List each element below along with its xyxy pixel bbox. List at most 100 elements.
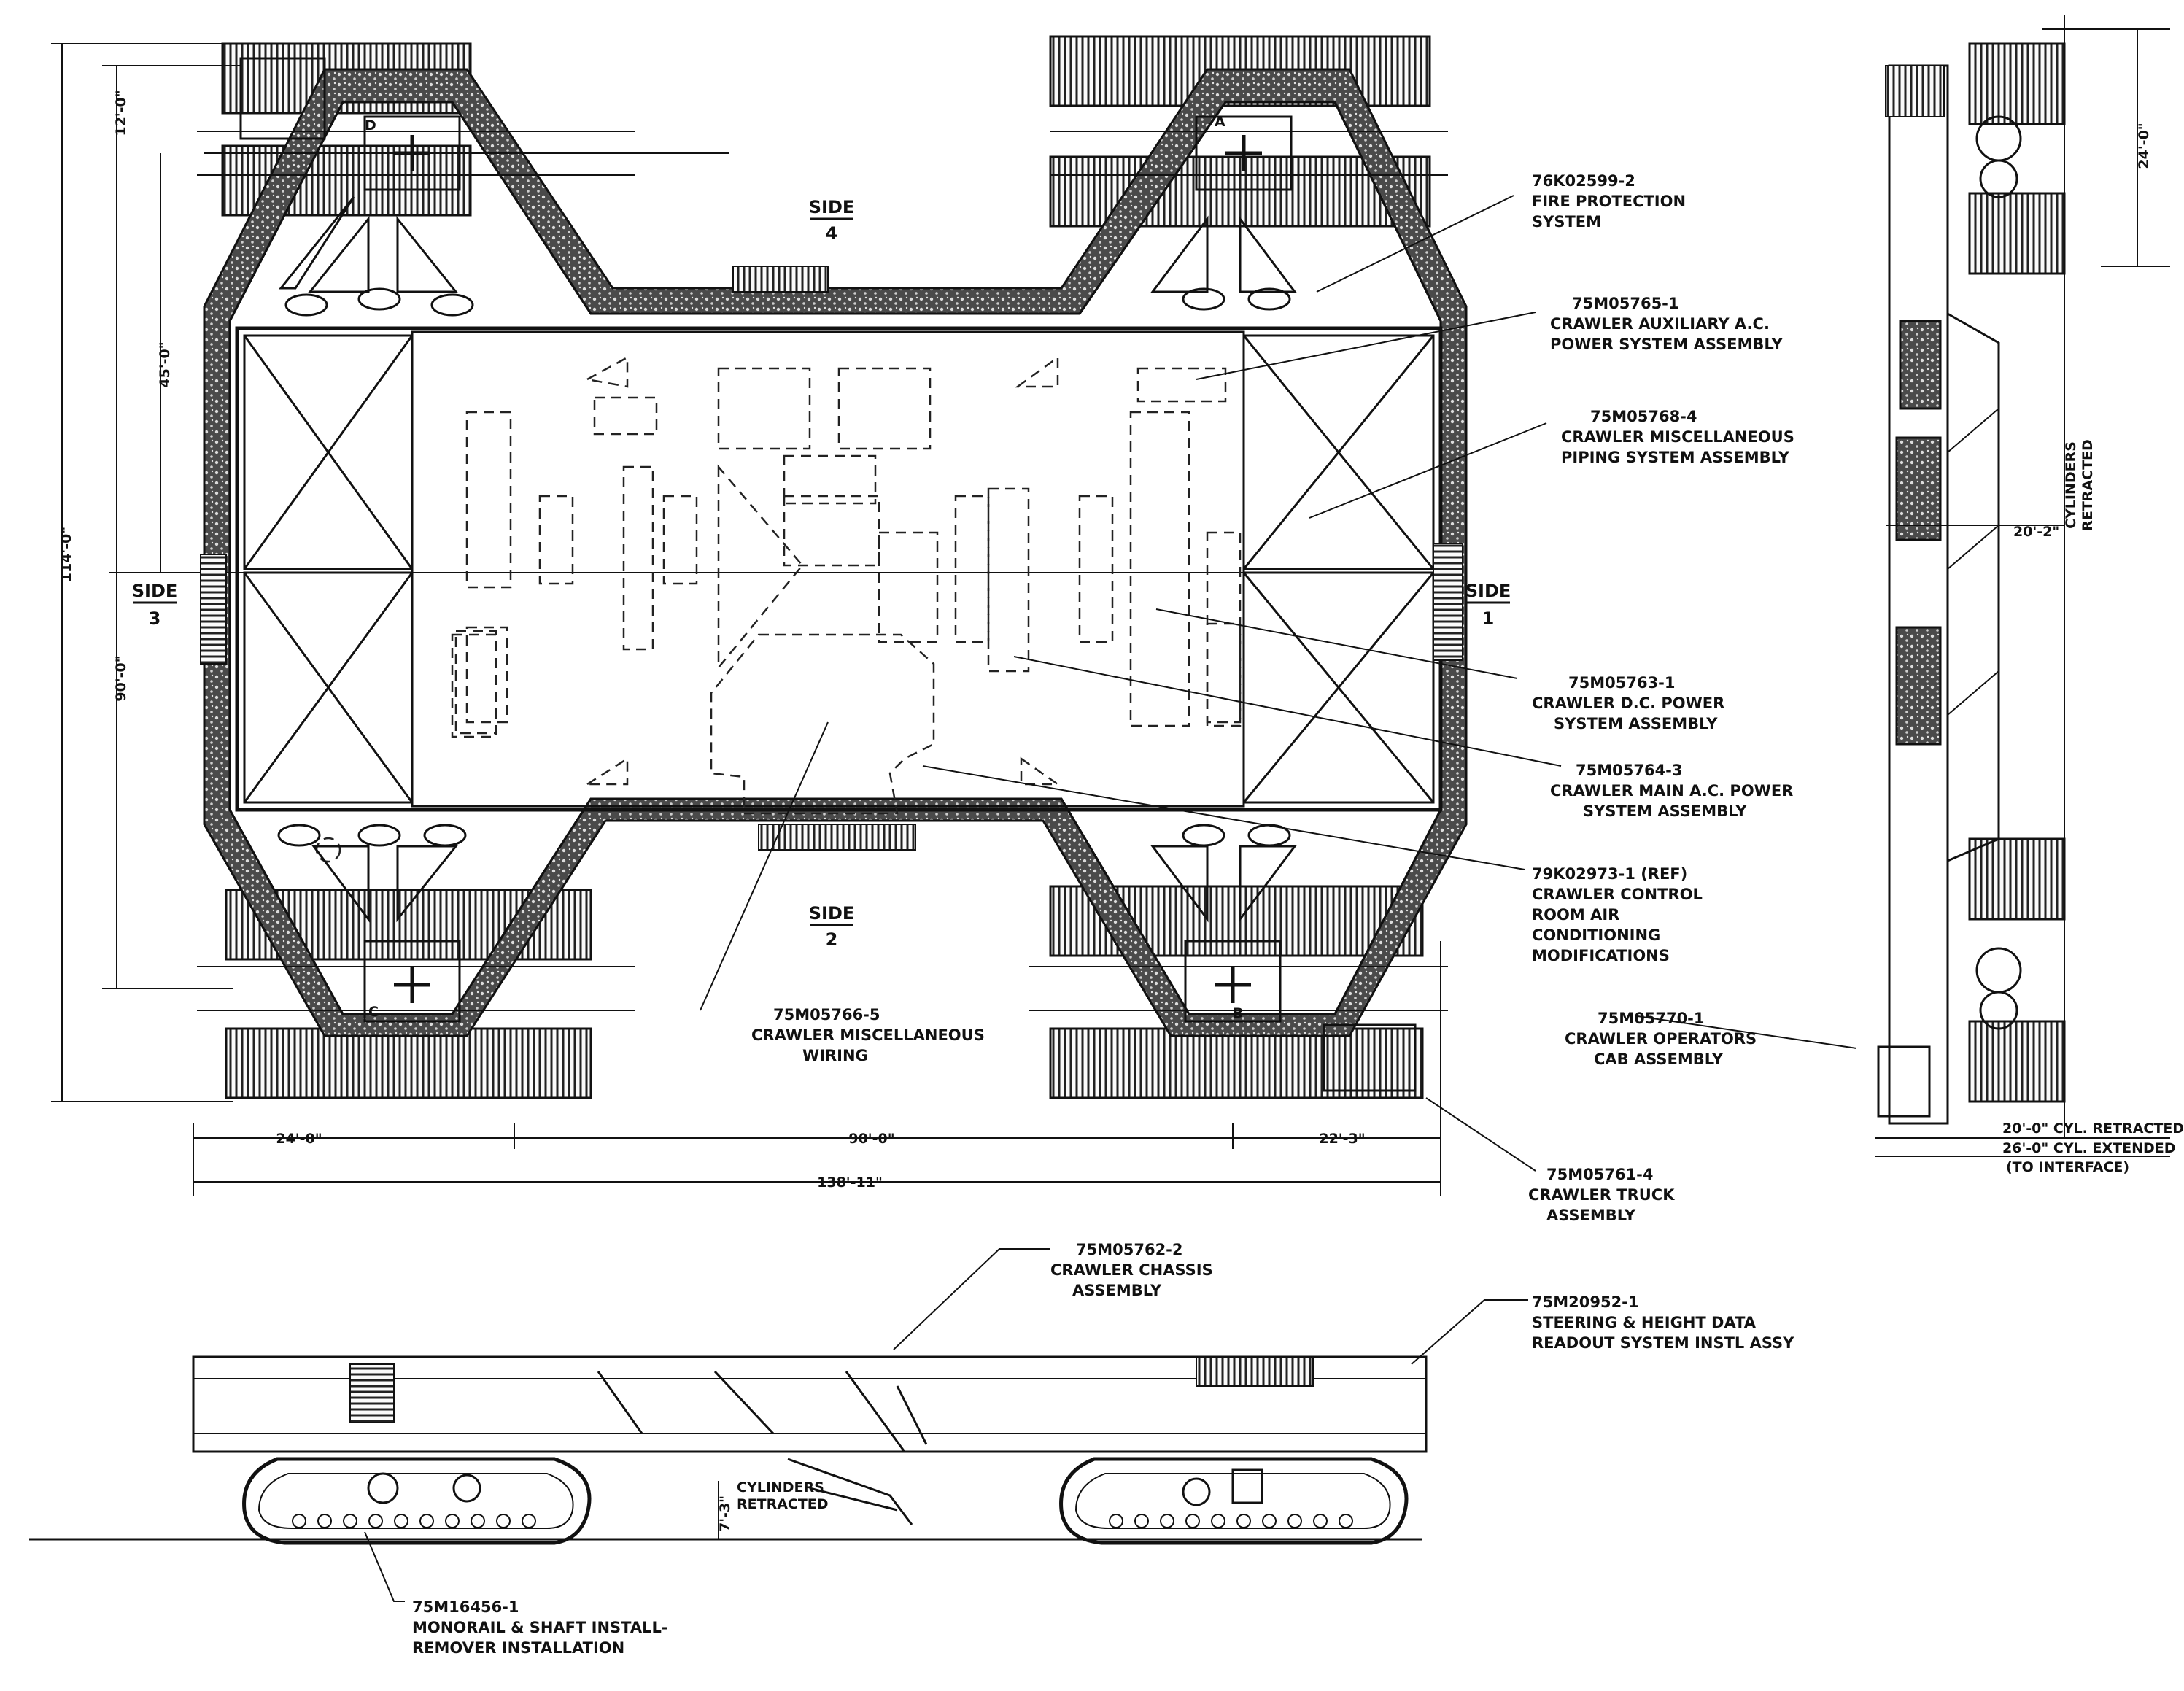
side-dim-24ft: 24'-0" [2136,123,2152,169]
side-cyl-state: RETRACTED [2080,439,2096,531]
track-br-lower [1049,1027,1424,1099]
svg-text:ASSEMBLY: ASSEMBLY [1546,1207,1636,1224]
svg-text:CRAWLER TRUCK: CRAWLER TRUCK [1528,1186,1675,1204]
callout-steering-height-readout: 75M20952-1 STEERING & HEIGHT DATA READOU… [1532,1293,1794,1352]
callout-dc-power: 75M05763-1 CRAWLER D.C. POWER SYSTEM ASS… [1532,674,1724,732]
svg-text:CRAWLER AUXILIARY A.C.: CRAWLER AUXILIARY A.C. [1550,315,1770,333]
equipment-outlines [315,355,1242,863]
callout-crawler-truck: 75M05761-4 CRAWLER TRUCK ASSEMBLY [1528,1166,1675,1224]
svg-text:CRAWLER MISCELLANEOUS: CRAWLER MISCELLANEOUS [751,1026,985,1044]
front-elevation-view: 7'-3" CYLINDERS RETRACTED [29,1355,1428,1545]
callout-crawler-chassis: 75M05762-2 CRAWLER CHASSIS ASSEMBLY [1050,1241,1213,1299]
svg-text:79K02973-1 (REF): 79K02973-1 (REF) [1532,865,1687,883]
svg-text:75M05766-5: 75M05766-5 [773,1006,880,1024]
side-cyl-word: CYLINDERS [2063,441,2079,529]
side-dim-20ft: 20'-2" [2013,524,2059,540]
svg-text:SIDE: SIDE [809,903,855,924]
side-2-label: SIDE 2 [809,903,855,950]
side-1-label: SIDE 1 [1465,581,1511,629]
svg-text:75M16456-1: 75M16456-1 [412,1598,519,1616]
callout-misc-wiring: 75M05766-5 CRAWLER MISCELLANEOUS WIRING [751,1006,985,1064]
svg-text:75M05763-1: 75M05763-1 [1568,674,1676,692]
gusset-cutouts [277,196,1297,923]
callout-misc-piping: 75M05768-4 CRAWLER MISCELLANEOUS PIPING … [1561,408,1794,466]
svg-text:FIRE PROTECTION: FIRE PROTECTION [1532,193,1686,210]
corner-letter-c: C [368,1004,379,1020]
svg-text:CAB ASSEMBLY: CAB ASSEMBLY [1594,1050,1724,1068]
dim-12ft: 12'-0" [113,90,129,136]
svg-text:STEERING & HEIGHT DATA: STEERING & HEIGHT DATA [1532,1314,1757,1331]
callout-operators-cab: 75M05770-1 CRAWLER OPERATORS CAB ASSEMBL… [1565,1010,1757,1068]
callout-control-room-ac: 79K02973-1 (REF) CRAWLER CONTROL ROOM AI… [1532,865,1703,964]
svg-text:SYSTEM ASSEMBLY: SYSTEM ASSEMBLY [1583,802,1747,820]
svg-text:4: 4 [826,223,838,244]
elevation-chassis-body [192,1355,1428,1453]
side-4-label: SIDE 4 [809,197,855,244]
svg-text:CRAWLER OPERATORS: CRAWLER OPERATORS [1565,1030,1757,1048]
leader-lines [364,195,1857,1602]
svg-text:MODIFICATIONS: MODIFICATIONS [1532,947,1670,964]
svg-text:75M05765-1: 75M05765-1 [1572,295,1679,312]
elevation-dim-7ft: 7'-3" [717,1495,733,1532]
svg-text:75M05770-1: 75M05770-1 [1598,1010,1705,1027]
plan-cab-box-top [239,57,326,140]
dim-45ft: 45'-0" [157,341,173,387]
svg-text:READOUT SYSTEM INSTL ASSY: READOUT SYSTEM INSTL ASSY [1532,1334,1794,1352]
svg-text:CRAWLER MISCELLANEOUS: CRAWLER MISCELLANEOUS [1561,428,1794,446]
svg-text:3: 3 [149,608,161,629]
horizontal-dimensions: 24'-0" 90'-0" 22'-3" 138'-11" [193,941,1441,1196]
side-interface-note: (TO INTERFACE) [2006,1159,2129,1175]
vertical-dimensions: 12'-0" 45'-0" 114'-0" 90'-0" [51,43,241,1102]
svg-text:SIDE: SIDE [1465,581,1511,601]
svg-text:75M05764-3: 75M05764-3 [1576,762,1683,779]
svg-text:CRAWLER D.C. POWER: CRAWLER D.C. POWER [1532,694,1724,712]
callout-auxiliary-ac-power: 75M05765-1 CRAWLER AUXILIARY A.C. POWER … [1550,295,1783,353]
side-cyl-retracted-dim: 20'-0" CYL. RETRACTED [2002,1121,2184,1137]
svg-text:75M05768-4: 75M05768-4 [1590,408,1697,425]
track-bl-lower [225,1027,592,1099]
elevation-cyl-word: CYLINDERS [737,1479,824,1495]
svg-text:PIPING SYSTEM ASSEMBLY: PIPING SYSTEM ASSEMBLY [1561,449,1790,466]
svg-text:SYSTEM ASSEMBLY: SYSTEM ASSEMBLY [1554,715,1718,732]
svg-text:ASSEMBLY: ASSEMBLY [1072,1282,1162,1299]
svg-text:1: 1 [1482,608,1495,629]
plan-view: SIDE 4 SIDE 3 SIDE 1 SIDE 2 A B C D [51,35,1511,1196]
track-crossbeams [197,131,1448,1011]
svg-text:2: 2 [826,929,838,950]
callout-fire-protection: 76K02599-2 FIRE PROTECTION SYSTEM [1532,172,1686,231]
corner-letter-d: D [365,117,376,134]
svg-text:MONORAIL & SHAFT INSTALL-: MONORAIL & SHAFT INSTALL- [412,1619,668,1636]
x-bracing-right [1242,334,1435,804]
corner-letter-b: B [1233,1005,1243,1021]
elevation-track-left [242,1457,592,1545]
svg-text:75M05762-2: 75M05762-2 [1076,1241,1183,1258]
elevation-track-right [1059,1457,1409,1545]
corner-hubs [239,57,1417,1092]
svg-text:75M20952-1: 75M20952-1 [1532,1293,1639,1311]
dim-114ft: 114'-0" [58,527,74,582]
dim-24ft: 24'-0" [276,1131,322,1147]
svg-text:CRAWLER CONTROL: CRAWLER CONTROL [1532,886,1703,903]
svg-text:75M05761-4: 75M05761-4 [1546,1166,1654,1183]
svg-text:REMOVER INSTALLATION: REMOVER INSTALLATION [412,1639,624,1657]
svg-text:SYSTEM: SYSTEM [1532,213,1601,231]
chassis-inner-frame [228,101,1442,1015]
side-operators-cab [1877,1045,1931,1118]
svg-text:SIDE: SIDE [809,197,855,217]
x-bracing-left [243,334,414,804]
svg-text:POWER SYSTEM ASSEMBLY: POWER SYSTEM ASSEMBLY [1550,336,1783,353]
callout-main-ac-power: 75M05764-3 CRAWLER MAIN A.C. POWER SYSTE… [1550,762,1793,820]
svg-text:CONDITIONING: CONDITIONING [1532,926,1660,944]
side-cyl-extended-dim: 26'-0" CYL. EXTENDED [2002,1140,2176,1156]
elevation-road-wheels [292,1514,1353,1528]
svg-text:CRAWLER MAIN A.C. POWER: CRAWLER MAIN A.C. POWER [1550,782,1793,800]
svg-text:ROOM AIR: ROOM AIR [1532,906,1619,924]
elevation-cyl-state: RETRACTED [737,1496,829,1512]
dim-138ft: 138'-11" [817,1175,883,1191]
callout-monorail-shaft: 75M16456-1 MONORAIL & SHAFT INSTALL- REM… [412,1598,668,1657]
corner-letter-a: A [1215,114,1225,130]
dim-90ft-horizontal: 90'-0" [848,1131,894,1147]
side-3-label: SIDE 3 [132,581,178,629]
